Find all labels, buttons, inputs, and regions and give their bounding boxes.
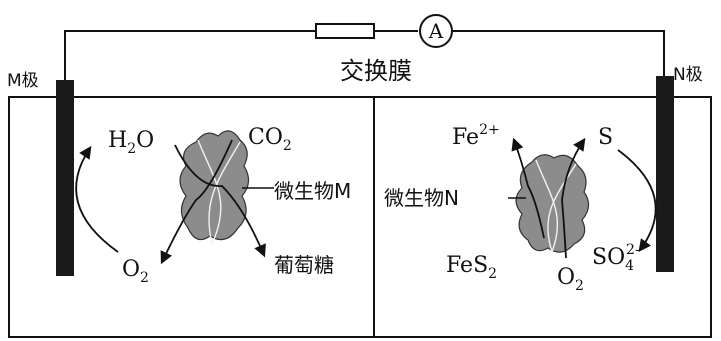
- electrode-n: [656, 76, 674, 272]
- external-wire-right: [452, 30, 665, 76]
- external-wire: [64, 30, 316, 82]
- h2o-label: H2O: [108, 128, 154, 157]
- microbe-n: [515, 154, 590, 253]
- microbe-m-label: 微生物M: [274, 179, 351, 203]
- s-label: S: [598, 125, 613, 150]
- microbe-n-label: 微生物N: [384, 186, 459, 210]
- o2-left-label: O2: [122, 257, 149, 286]
- electrode-m-label: M极: [7, 71, 39, 91]
- electrolytic-cell: [8, 96, 712, 338]
- fe2-label: Fe2+: [452, 122, 500, 150]
- electrode-m: [56, 80, 74, 276]
- glucose-label: 葡萄糖: [274, 253, 334, 277]
- microbe-m: [179, 130, 250, 245]
- right-reaction-arrows: [508, 137, 657, 259]
- electrode-n-label: N极: [673, 65, 703, 85]
- ammeter-label: A: [428, 19, 444, 43]
- resistor: [315, 23, 375, 39]
- membrane-label: 交换膜: [340, 57, 412, 85]
- o2-right-label: O2: [557, 265, 584, 294]
- so4-label: SO42-: [592, 242, 640, 274]
- left-reaction-arrows: [75, 139, 274, 265]
- fes2-label: FeS2: [446, 253, 497, 282]
- co2-label: CO2: [248, 125, 292, 154]
